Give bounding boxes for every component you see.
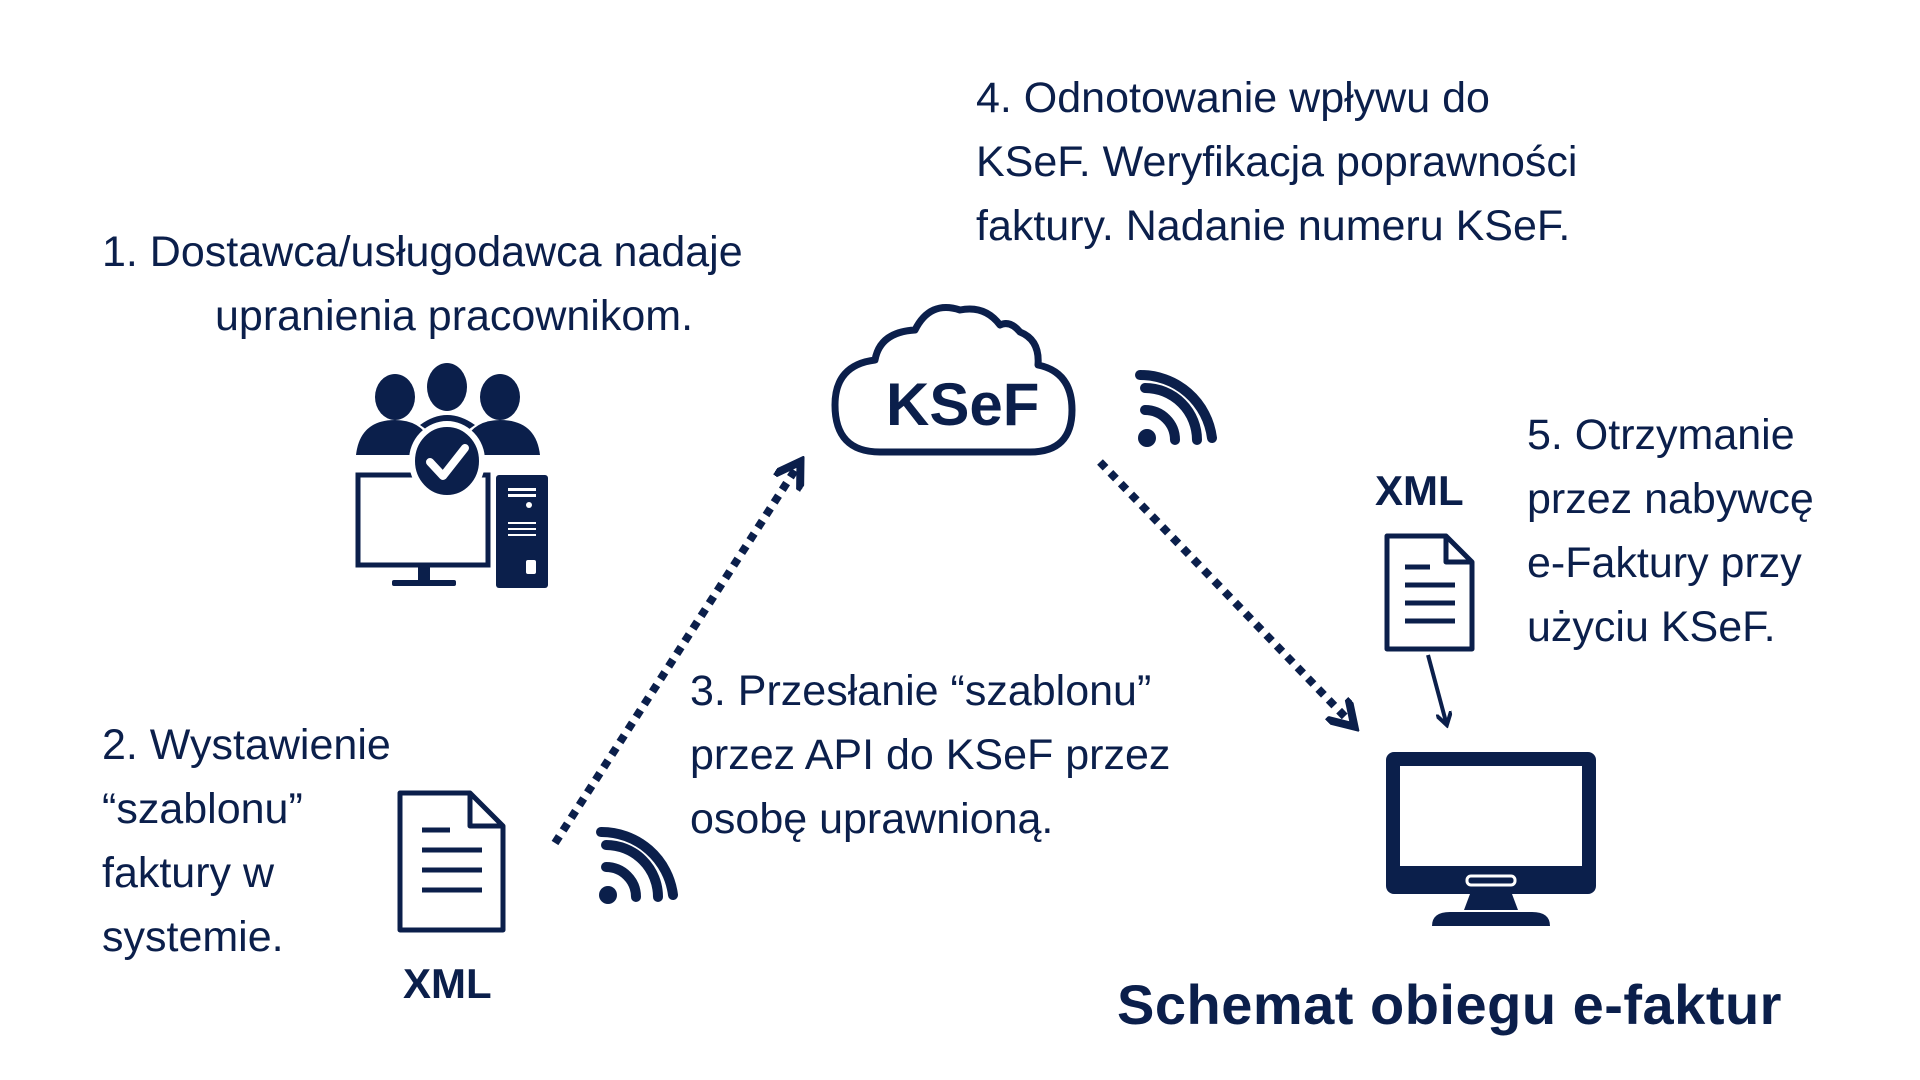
step-3-line: przez API do KSeF przez	[690, 731, 1171, 779]
step-5-line: e-Faktury przy	[1527, 539, 1802, 587]
delivery-arrow	[1097, 459, 1350, 722]
step-2-line: faktury w	[102, 849, 275, 897]
document-to-monitor-arrow	[1426, 654, 1446, 722]
step-2-line: 2. Wystawienie	[102, 721, 391, 769]
step-2-line: “szablonu”	[102, 785, 303, 833]
document-icon	[397, 790, 506, 933]
step-1-line: upranienia pracownikom.	[215, 292, 694, 340]
step-5-text: 5. Otrzymanie przez nabywcę e-Faktury pr…	[1527, 403, 1814, 659]
step-1-text: 1. Dostawca/usługodawca nadaje upranieni…	[102, 220, 743, 348]
wifi-icon	[596, 826, 678, 904]
step-1-line: 1. Dostawca/usługodawca nadaje	[102, 228, 743, 276]
step-4-line: KSeF. Weryfikacja poprawności	[976, 138, 1578, 186]
step-2-line: systemie.	[102, 913, 284, 961]
diagram-title: Schemat obiegu e-faktur	[1117, 973, 1782, 1036]
cloud-label: KSeF	[886, 371, 1040, 438]
step-3-text: 3. Przesłanie “szablonu” przez API do KS…	[690, 659, 1170, 851]
wifi-icon	[1135, 369, 1217, 447]
xml-label-left: XML	[403, 960, 492, 1007]
monitor-icon	[1386, 752, 1596, 926]
cloud-icon	[831, 304, 1076, 456]
step-4-line: 4. Odnotowanie wpływu do	[976, 74, 1490, 122]
step-5-line: użyciu KSeF.	[1527, 603, 1776, 651]
xml-label-right: XML	[1375, 467, 1464, 514]
step-5-line: 5. Otrzymanie	[1527, 411, 1795, 459]
document-icon	[1384, 533, 1475, 652]
step-5-line: przez nabywcę	[1527, 475, 1814, 523]
step-2-text: 2. Wystawienie “szablonu” faktury w syst…	[102, 713, 391, 969]
step-4-text: 4. Odnotowanie wpływu do KSeF. Weryfikac…	[976, 66, 1577, 258]
step-3-line: 3. Przesłanie “szablonu”	[690, 667, 1152, 715]
users-computer-check-icon	[355, 363, 548, 588]
step-3-line: osobę uprawnioną.	[690, 795, 1054, 843]
step-4-line: faktury. Nadanie numeru KSeF.	[976, 202, 1571, 250]
